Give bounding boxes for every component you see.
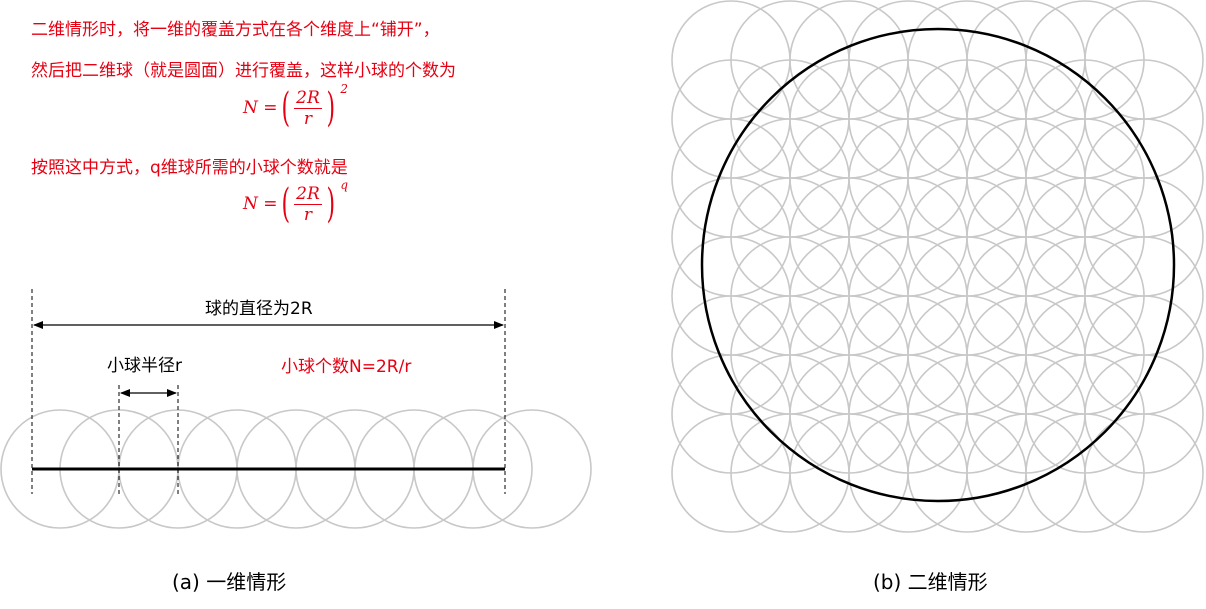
panel-a-one-dimensional [0, 289, 592, 529]
denominator: r [303, 204, 313, 225]
small-balls-2d-grid [671, 0, 1204, 533]
fraction: 2R r [294, 89, 322, 128]
formula-n-q: N = ( 2R r ) q [243, 178, 348, 227]
right-paren: ) [326, 85, 335, 131]
numerator: 2R [294, 87, 322, 109]
small-ball-2d [1025, 413, 1145, 533]
left-paren: ( [281, 85, 290, 131]
left-paren: ( [281, 181, 290, 227]
fraction: 2R r [294, 185, 322, 224]
caption-b: (b) 二维情形 [873, 570, 988, 594]
radius-label: 小球半径r [107, 356, 182, 376]
note-line-2: 然后把二维球（就是圆面）进行覆盖，这样小球的个数为 [31, 61, 456, 81]
panel-b-two-dimensional [671, 0, 1204, 533]
caption-a: (a) 一维情形 [172, 570, 287, 594]
note-line-1: 二维情形时，将一维的覆盖方式在各个维度上“铺开”， [31, 20, 440, 40]
count-label: 小球个数N=2R/r [281, 357, 412, 377]
formula-lhs: N = [243, 98, 278, 118]
right-paren: ) [326, 181, 335, 227]
denominator: r [303, 108, 313, 129]
formula-n-squared: N = ( 2R r ) 2 [243, 82, 348, 131]
note-line-3: 按照这中方式，q维球所需的小球个数就是 [31, 158, 348, 178]
exponent: q [340, 178, 349, 192]
exponent: 2 [340, 82, 349, 96]
formula-lhs: N = [243, 194, 278, 214]
numerator: 2R [294, 183, 322, 205]
diameter-label: 球的直径为2R [205, 299, 313, 319]
big-circle [700, 27, 1176, 503]
small-ball-2d [1084, 413, 1204, 533]
